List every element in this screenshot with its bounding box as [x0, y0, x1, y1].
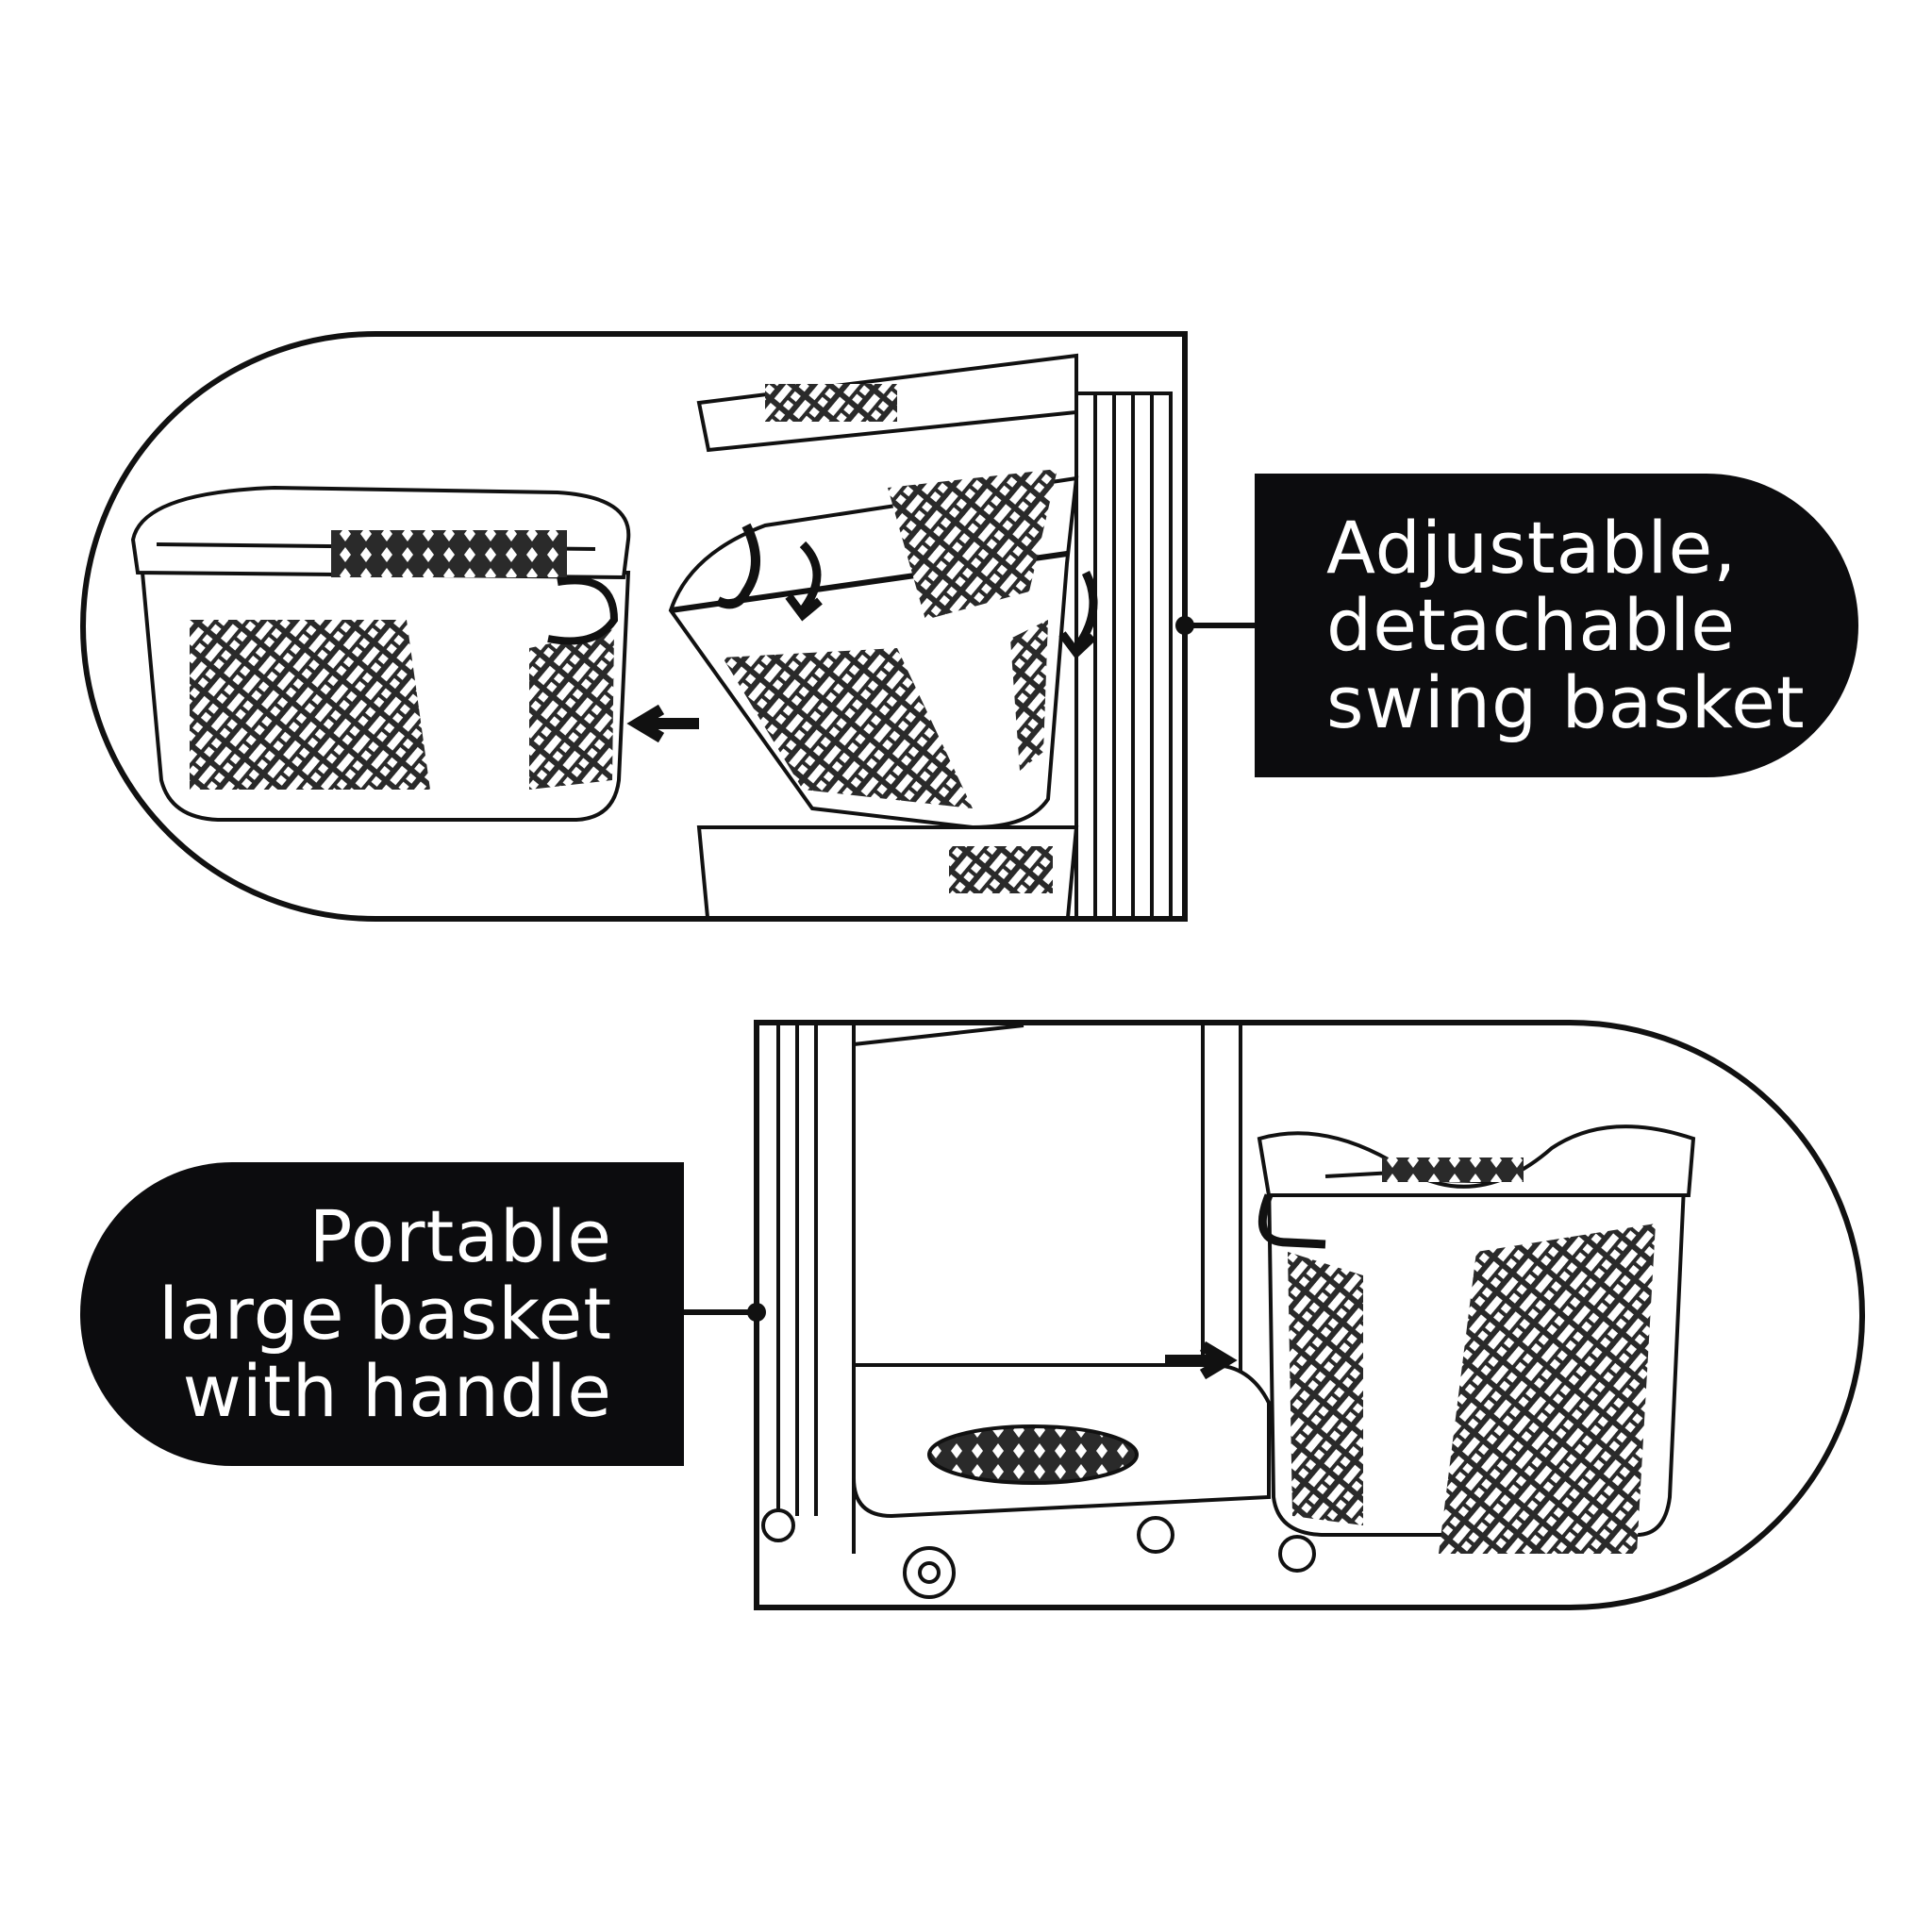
large-basket — [1257, 1124, 1696, 1573]
large-basket-callout: Portable large basket with handle — [80, 1162, 684, 1466]
cart-with-swing-basket — [668, 353, 1173, 916]
swing-basket-illustration — [130, 353, 1173, 916]
callout-connector-line — [682, 1309, 758, 1315]
callout-connector-dot — [747, 1303, 766, 1322]
callout-line: Portable — [308, 1194, 612, 1278]
callout-connector-line — [1185, 623, 1257, 628]
swing-basket-illustration-panel — [80, 331, 1188, 922]
callout-line: large basket — [158, 1272, 612, 1356]
large-basket-illustration — [761, 1025, 1696, 1599]
swing-arrow-icon — [1058, 570, 1098, 659]
swing-arrow-icon — [785, 541, 823, 622]
callout-line: with handle — [182, 1349, 612, 1433]
arrow-right-icon — [1165, 1341, 1238, 1380]
swing-basket-callout: Adjustable, detachable swing basket — [1255, 474, 1858, 777]
cart-base — [761, 1025, 1271, 1599]
arrow-left-icon — [626, 704, 699, 743]
callout-line: detachable — [1326, 583, 1737, 667]
detached-basket — [130, 485, 631, 822]
callout-connector-dot — [1175, 616, 1194, 635]
callout-line: Adjustable, — [1326, 506, 1738, 590]
callout-line: swing basket — [1326, 660, 1806, 744]
large-basket-illustration-panel — [754, 1020, 1865, 1610]
